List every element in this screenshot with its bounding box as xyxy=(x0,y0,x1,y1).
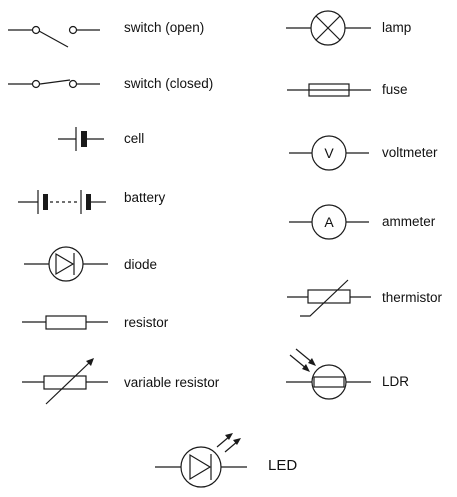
led-label: LED xyxy=(268,457,298,474)
led-symbol xyxy=(155,433,247,488)
switch-closed-symbol xyxy=(8,79,100,89)
diode-label: diode xyxy=(124,257,158,272)
ammeter-label: ammeter xyxy=(382,214,436,229)
cell-label: cell xyxy=(124,131,145,146)
switch-closed-label: switch (closed) xyxy=(124,76,214,91)
variable-resistor-symbol xyxy=(22,358,108,405)
thermistor-label: thermistor xyxy=(382,290,443,305)
diode-symbol xyxy=(24,246,108,282)
resistor-symbol xyxy=(22,315,108,330)
voltmeter-letter: V xyxy=(324,145,334,161)
cell-symbol xyxy=(58,127,104,151)
ammeter-symbol xyxy=(289,204,369,240)
lamp-symbol xyxy=(286,10,371,46)
ldr-symbol xyxy=(286,348,371,400)
switch-open-symbol xyxy=(8,25,100,48)
ammeter-letter: A xyxy=(324,214,334,230)
voltmeter-symbol xyxy=(289,135,369,171)
battery-label: battery xyxy=(124,190,166,205)
variable-resistor-label: variable resistor xyxy=(124,375,220,390)
resistor-label: resistor xyxy=(124,315,169,330)
ldr-label: LDR xyxy=(382,374,410,389)
battery-symbol xyxy=(18,190,106,214)
thermistor-symbol xyxy=(287,279,371,317)
fuse-symbol xyxy=(287,83,371,97)
voltmeter-label: voltmeter xyxy=(382,145,438,160)
fuse-label: fuse xyxy=(382,82,408,97)
lamp-label: lamp xyxy=(382,20,412,35)
switch-open-label: switch (open) xyxy=(124,20,205,35)
